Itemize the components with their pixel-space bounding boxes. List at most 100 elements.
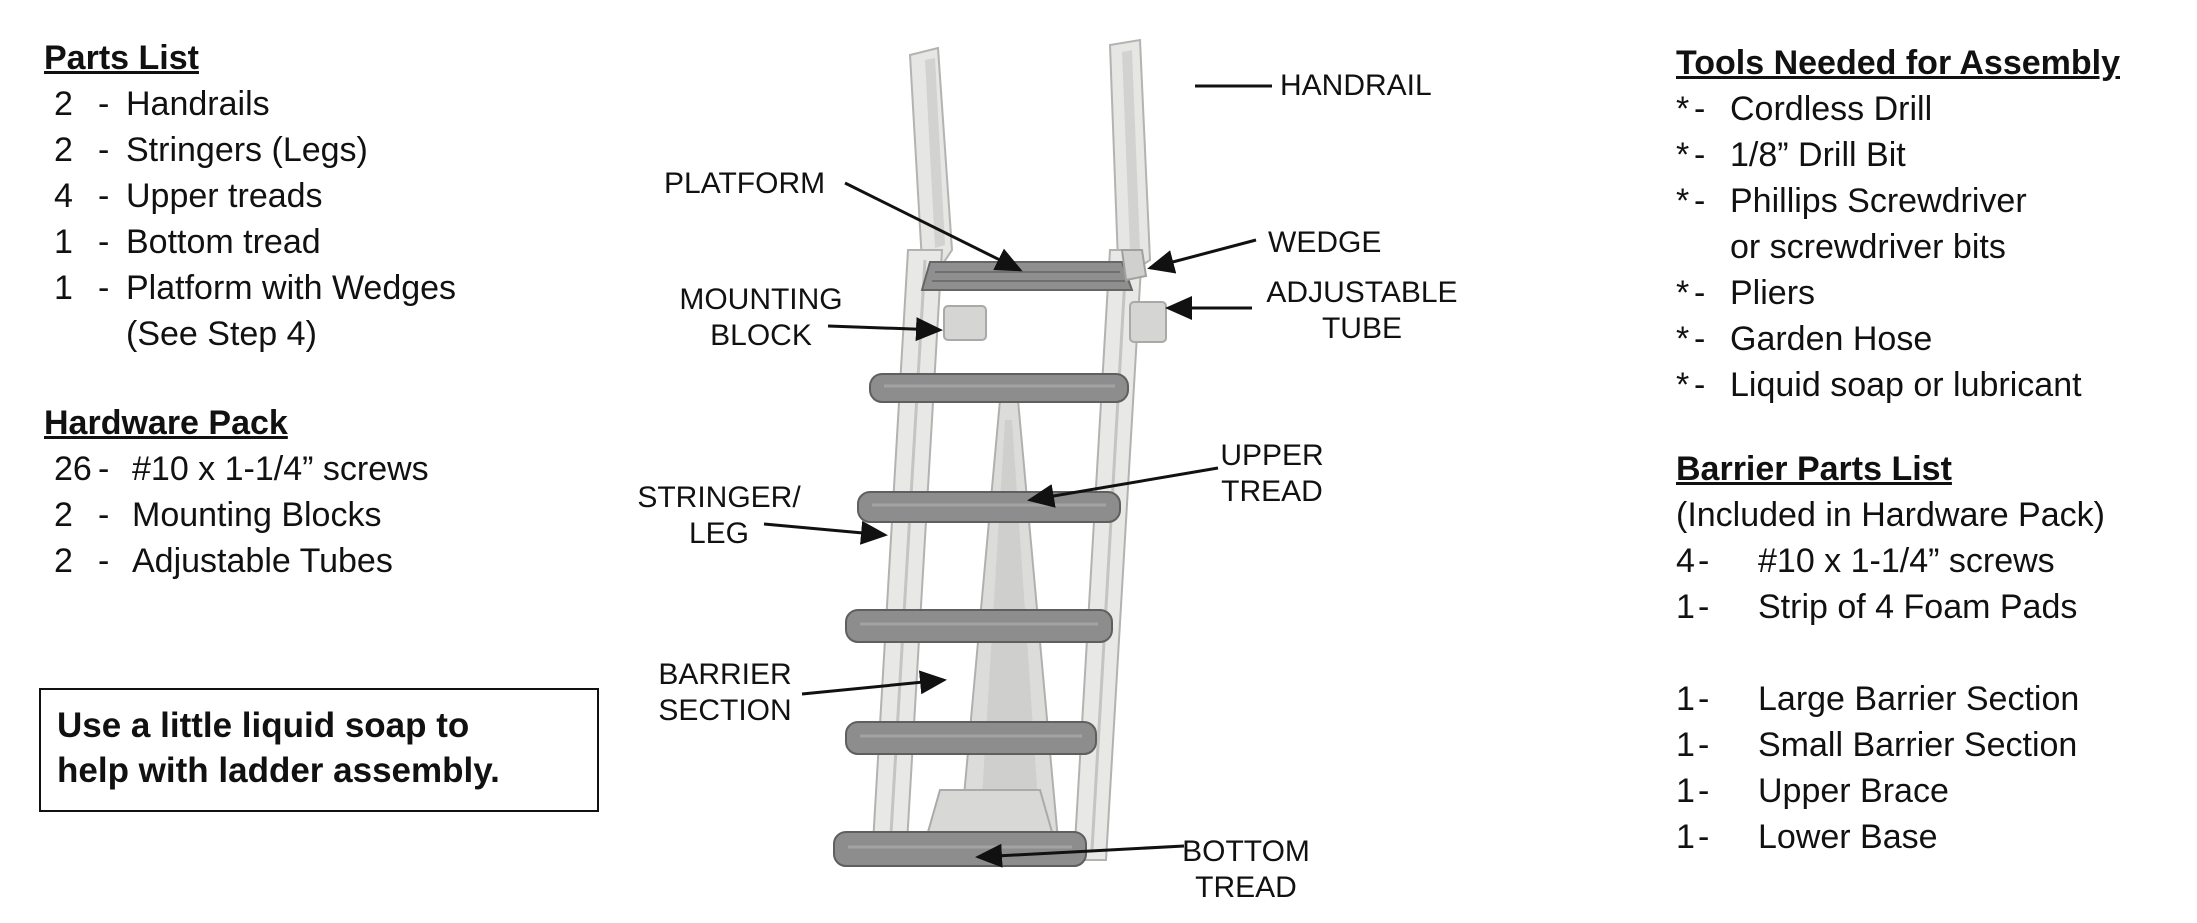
upper-tread-4 — [845, 721, 1097, 755]
item-text: #10 x 1-1/4” screws — [1758, 542, 2055, 580]
parts-list-item: 2-Handrails — [44, 81, 456, 127]
qty: 2 — [54, 85, 73, 123]
bullet: * — [1676, 274, 1690, 312]
separator: - — [1694, 320, 1706, 358]
qty: 2 — [54, 542, 73, 580]
callout-line: ADJUSTABLE — [1266, 276, 1458, 309]
item-text: #10 x 1-1/4” screws — [132, 450, 429, 488]
separator: - — [1694, 182, 1706, 220]
qty: 1 — [1676, 772, 1695, 810]
qty: 1 — [54, 269, 73, 307]
tool-item: *-Phillips Screwdriver — [1676, 178, 2120, 224]
separator: - — [1698, 818, 1710, 856]
item-text: Upper treads — [126, 177, 323, 215]
callout-lines — [763, 84, 1272, 868]
hardware-item: 2-Mounting Blocks — [44, 492, 429, 538]
tool-item: *-Liquid soap or lubricant — [1676, 362, 2120, 408]
mounting-block — [943, 305, 987, 341]
separator: - — [1694, 136, 1706, 174]
separator: - — [1698, 680, 1710, 718]
item-text: Mounting Blocks — [132, 496, 382, 534]
parts-list-item: 1-Platform with Wedges — [44, 265, 456, 311]
parts-list-item: 1-Bottom tread — [44, 219, 456, 265]
barrier-title: Barrier Parts List — [1676, 450, 1952, 488]
callout-line: SECTION — [658, 694, 792, 727]
callout-upper-tread: UPPER TREAD — [1212, 438, 1332, 510]
item-text: Liquid soap or lubricant — [1730, 366, 2082, 404]
right-handrail — [1108, 38, 1152, 274]
separator: - — [98, 85, 110, 123]
item-text: Platform with Wedges — [126, 269, 457, 307]
parts-list-title: Parts List — [44, 39, 199, 77]
barrier-parts-list: Barrier Parts List (Included in Hardware… — [1676, 446, 2105, 860]
item-text: Small Barrier Section — [1758, 726, 2078, 764]
note-line-1: Use a little liquid soap to — [57, 706, 470, 745]
barrier-item: 4- #10 x 1-1/4” screws — [1676, 538, 2105, 584]
separator: - — [98, 177, 110, 215]
bottom-tread — [833, 831, 1087, 867]
tool-item: *-1/8” Drill Bit — [1676, 132, 2120, 178]
item-text: Lower Base — [1758, 818, 1938, 856]
tool-item: *-Garden Hose — [1676, 316, 2120, 362]
callout-handrail: HANDRAIL — [1280, 69, 1432, 102]
separator: - — [1694, 274, 1706, 312]
left-handrail — [908, 46, 954, 270]
barrier-item: 1- Strip of 4 Foam Pads — [1676, 584, 2105, 630]
barrier-item: 1- Small Barrier Section — [1676, 722, 2105, 768]
bullet: * — [1676, 320, 1690, 358]
item-text: Cordless Drill — [1730, 90, 1933, 128]
separator: - — [1698, 726, 1710, 764]
separator: - — [98, 542, 110, 580]
tool-item: *-Pliers — [1676, 270, 2120, 316]
platform — [920, 261, 1134, 291]
bullet: * — [1676, 366, 1690, 404]
separator: - — [1698, 588, 1710, 626]
callout-mounting-block: MOUNTING BLOCK — [668, 282, 854, 354]
qty: 1 — [1676, 588, 1695, 626]
qty: 4 — [54, 177, 73, 215]
callout-line: BARRIER — [658, 658, 792, 691]
tools-list: Tools Needed for Assembly *-Cordless Dri… — [1676, 40, 2120, 408]
callout-stringer: STRINGER/ LEG — [626, 480, 812, 552]
upper-tread-2 — [857, 491, 1121, 523]
parts-list-continuation: (See Step 4) — [126, 315, 317, 353]
wedge — [1120, 249, 1148, 282]
callout-wedge: WEDGE — [1268, 226, 1382, 259]
qty: 4 — [1676, 542, 1695, 580]
item-text: Pliers — [1730, 274, 1816, 312]
note-line-2: help with ladder assembly. — [57, 751, 500, 790]
item-text: Handrails — [126, 85, 270, 123]
callout-line: MOUNTING — [679, 283, 843, 316]
bullet: * — [1676, 182, 1690, 220]
bullet: * — [1676, 136, 1690, 174]
item-text: Phillips Screwdriver — [1730, 182, 2027, 220]
item-text: Strip of 4 Foam Pads — [1758, 588, 2078, 626]
bullet: * — [1676, 90, 1690, 128]
item-text: Large Barrier Section — [1758, 680, 2080, 718]
hardware-item: 26-#10 x 1-1/4” screws — [44, 446, 429, 492]
separator: - — [1694, 90, 1706, 128]
upper-tread-1 — [869, 373, 1129, 403]
tool-continuation: or screwdriver bits — [1730, 228, 2006, 266]
separator: - — [98, 223, 110, 261]
tool-item: *-Cordless Drill — [1676, 86, 2120, 132]
upper-tread-3 — [845, 609, 1113, 643]
separator: - — [98, 450, 110, 488]
callout-line: STRINGER/ — [637, 481, 801, 514]
qty: 2 — [54, 131, 73, 169]
hardware-pack: Hardware Pack 26-#10 x 1-1/4” screws 2-M… — [44, 400, 429, 584]
parts-list: Parts List 2-Handrails 2-Stringers (Legs… — [44, 35, 456, 357]
callout-line: BOTTOM — [1182, 835, 1310, 868]
qty: 1 — [1676, 726, 1695, 764]
callout-line: LEG — [688, 517, 750, 550]
item-text: Adjustable Tubes — [132, 542, 393, 580]
tools-title: Tools Needed for Assembly — [1676, 44, 2120, 82]
separator: - — [1698, 542, 1710, 580]
item-text: Stringers (Legs) — [126, 131, 368, 169]
qty: 1 — [54, 223, 73, 261]
separator: - — [1694, 366, 1706, 404]
callout-adjustable-tube: ADJUSTABLE TUBE — [1254, 275, 1470, 347]
parts-list-item: 4-Upper treads — [44, 173, 456, 219]
item-text: Garden Hose — [1730, 320, 1933, 358]
